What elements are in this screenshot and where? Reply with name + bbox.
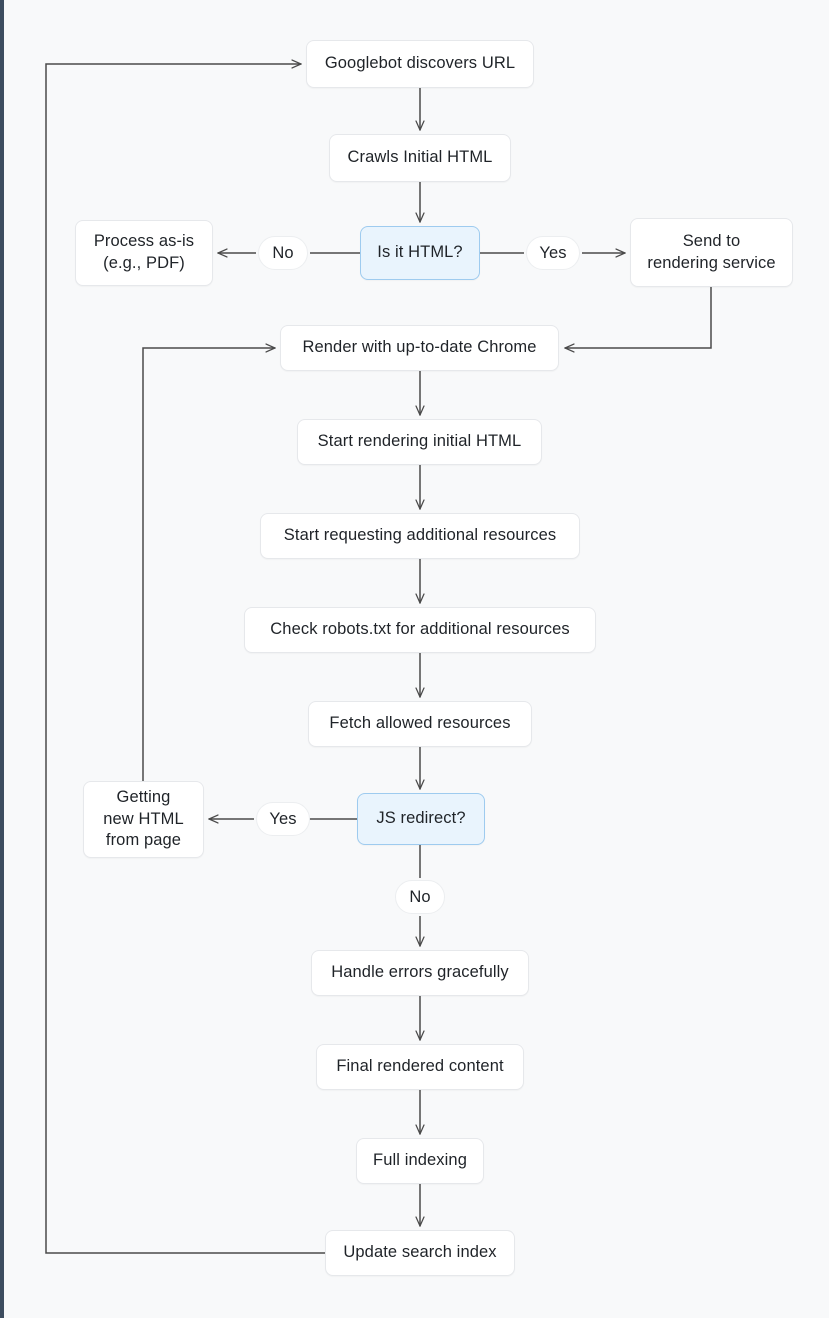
node-crawls-initial-html[interactable]: Crawls Initial HTML: [329, 134, 511, 182]
node-full-indexing[interactable]: Full indexing: [356, 1138, 484, 1184]
node-fetch-allowed-resources[interactable]: Fetch allowed resources: [308, 701, 532, 747]
edge-gettinghtml-renderchrome: [142, 348, 275, 781]
node-googlebot-discovers-url[interactable]: Googlebot discovers URL: [306, 40, 534, 88]
edge-label-yes-js-redirect: Yes: [256, 802, 310, 836]
edge-sendrender-renderchrome: [565, 287, 712, 348]
node-start-requesting-additional-resources[interactable]: Start requesting additional resources: [260, 513, 580, 559]
node-update-search-index[interactable]: Update search index: [325, 1230, 515, 1276]
node-final-rendered-content[interactable]: Final rendered content: [316, 1044, 524, 1090]
edge-label-no-js-redirect: No: [395, 880, 445, 914]
node-send-to-rendering-service[interactable]: Send to rendering service: [630, 218, 793, 287]
node-handle-errors-gracefully[interactable]: Handle errors gracefully: [311, 950, 529, 996]
node-render-with-up-to-date-chrome[interactable]: Render with up-to-date Chrome: [280, 325, 559, 371]
node-process-as-is[interactable]: Process as-is (e.g., PDF): [75, 220, 213, 286]
edge-layer: [45, 0, 712, 1254]
edge-label-no-is-html: No: [258, 236, 308, 270]
node-getting-new-html-from-page[interactable]: Getting new HTML from page: [83, 781, 204, 858]
node-check-robots-txt[interactable]: Check robots.txt for additional resource…: [244, 607, 596, 653]
node-is-it-html-decision[interactable]: Is it HTML?: [360, 226, 480, 280]
node-start-rendering-initial-html[interactable]: Start rendering initial HTML: [297, 419, 542, 465]
node-js-redirect-decision[interactable]: JS redirect?: [357, 793, 485, 845]
edge-label-yes-is-html: Yes: [526, 236, 580, 270]
